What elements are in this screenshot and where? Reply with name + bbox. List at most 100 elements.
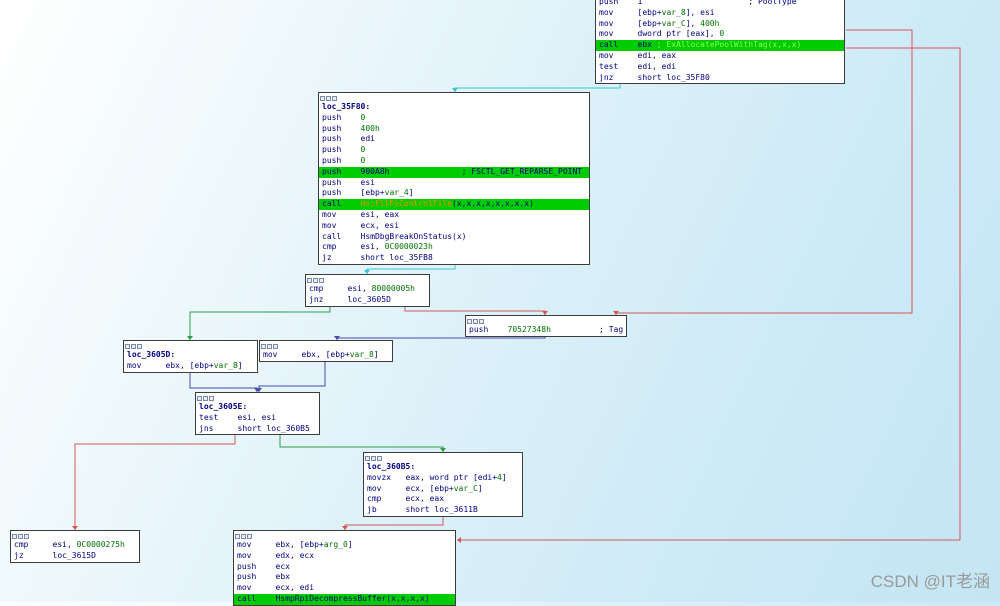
asm-line: mov ecx, esi	[319, 221, 589, 232]
node-button-icon[interactable]	[320, 95, 325, 101]
graph-node-mov-ebx-var8[interactable]: mov ebx, [ebp+var_8]	[259, 340, 393, 362]
asm-line: push ecx	[234, 562, 455, 573]
asm-token-i: jnz loc_3605D	[309, 294, 391, 304]
node-button-icon[interactable]	[203, 395, 208, 401]
graph-edge-arrowhead	[457, 537, 461, 543]
graph-edge-red	[404, 306, 546, 315]
node-button-icon[interactable]	[307, 277, 312, 283]
node-button-icon[interactable]	[267, 343, 272, 349]
node-button-icon[interactable]	[377, 455, 382, 461]
asm-line: push 900A8h ; FSCTL_GET_REPARSE_POINT	[319, 166, 589, 178]
asm-line: call ebx ; ExAllocatePoolWithTag(x,x,x)	[596, 40, 844, 51]
node-button-icon[interactable]	[24, 533, 29, 539]
node-button-icon[interactable]	[467, 318, 472, 324]
asm-token-i: cmp esi,	[322, 242, 385, 252]
asm-line: jz short loc_35FB8	[319, 253, 589, 264]
asm-token-g: 0	[360, 112, 366, 122]
asm-token-i: call HsmDbgBreakOnStatus(x)	[322, 231, 467, 241]
node-button-icon[interactable]	[247, 533, 252, 539]
asm-token-i: ]	[408, 188, 414, 198]
asm-token-i: (x,x,x,x,x,x,x,x)	[452, 199, 534, 209]
asm-token-g: var_C	[453, 483, 478, 493]
asm-token-i: mov ecx, [ebp+	[367, 483, 454, 493]
node-button-icon[interactable]	[131, 343, 136, 349]
asm-line: cmp ecx, eax	[364, 494, 522, 505]
asm-token-i: mov ebx, [ebp+	[237, 540, 324, 549]
asm-line: mov ecx, [ebp+var_C]	[364, 484, 522, 495]
node-button-icon[interactable]	[273, 343, 278, 349]
asm-line: test esi, esi	[196, 413, 319, 424]
asm-token-i: mov ebx, [ebp+	[263, 350, 350, 359]
asm-token-i: mov ebx, [ebp+	[127, 360, 214, 370]
node-button-icon[interactable]	[365, 455, 370, 461]
asm-line: mov edi, eax	[596, 51, 844, 62]
asm-token-g: var_8	[213, 360, 238, 370]
asm-line: push 70527348h ; Tag	[466, 325, 626, 336]
asm-token-i: mov dword ptr [eax],	[599, 29, 720, 39]
asm-token-i: push ecx	[237, 561, 290, 571]
asm-line: mov [ebp+var_C], 400h	[596, 19, 844, 30]
node-button-icon[interactable]	[241, 533, 246, 539]
node-button-icon[interactable]	[371, 455, 376, 461]
asm-token-com: ; PoolType	[642, 0, 797, 6]
node-button-icon[interactable]	[319, 277, 324, 283]
asm-line: jb short loc_3611B	[364, 505, 522, 516]
node-button-icon[interactable]	[261, 343, 266, 349]
asm-token-g: 70527348h	[507, 325, 551, 334]
asm-token-i: ]	[347, 540, 353, 549]
asm-line: push 400h	[319, 124, 589, 135]
graph-node-push-tag[interactable]: push 70527348h ; Tag	[465, 315, 627, 337]
node-button-icon[interactable]	[137, 343, 142, 349]
asm-token-g: 0	[719, 29, 725, 39]
node-button-icon[interactable]	[125, 343, 130, 349]
graph-edge-blue	[258, 360, 326, 392]
asm-line: cmp esi, 0C0000023h	[319, 242, 589, 253]
asm-token-i: movzx eax, word ptr [edi+	[367, 472, 498, 482]
asm-line: call ds:FltFsControlFile(x,x,x,x,x,x,x,x…	[319, 199, 589, 210]
node-button-icon[interactable]	[313, 277, 318, 283]
asm-line: jz loc_3615D	[11, 551, 139, 562]
asm-token-i: push ebx	[237, 572, 290, 582]
node-titlebar	[124, 341, 257, 350]
asm-token-org: ds:FltFsControlFile	[360, 199, 453, 209]
node-button-icon[interactable]	[479, 318, 484, 324]
node-button-icon[interactable]	[18, 533, 23, 539]
graph-node-loc_360B5[interactable]: loc_360B5:movzx eax, word ptr [edi+4]mov…	[363, 452, 523, 517]
asm-token-i: mov esi, eax	[322, 209, 400, 219]
asm-token-g: 0	[360, 155, 366, 165]
asm-token-i: cmp esi,	[309, 284, 372, 293]
asm-line: mov dword ptr [eax], 0	[596, 29, 844, 40]
asm-line: mov ebx, [ebp+arg_0]	[234, 540, 455, 551]
asm-line: mov ebx, [ebp+var_8]	[260, 350, 392, 361]
node-titlebar	[319, 93, 589, 102]
asm-line: jnz loc_3605D	[306, 295, 429, 306]
asm-token-i: test esi, esi	[199, 412, 277, 422]
node-titlebar	[306, 275, 429, 284]
node-button-icon[interactable]	[326, 95, 331, 101]
node-button-icon[interactable]	[209, 395, 214, 401]
asm-line: mov edx, ecx	[234, 551, 455, 562]
node-button-icon[interactable]	[332, 95, 337, 101]
asm-token-i: jz loc_3615D	[14, 550, 96, 560]
node-button-icon[interactable]	[12, 533, 17, 539]
asm-line: jns short loc_360B5	[196, 424, 319, 435]
asm-line: test edi, edi	[596, 62, 844, 73]
asm-token-g: var_C	[661, 18, 686, 28]
graph-node-loc_3605D[interactable]: loc_3605D:mov ebx, [ebp+var_8]	[123, 340, 258, 373]
asm-token-i: mov ecx, esi	[322, 220, 400, 230]
node-button-icon[interactable]	[235, 533, 240, 539]
asm-line: push 0	[319, 113, 589, 124]
node-button-icon[interactable]	[197, 395, 202, 401]
node-button-icon[interactable]	[473, 318, 478, 324]
asm-token-lbl: loc_360B5:	[367, 462, 416, 471]
graph-edge-cyan	[454, 84, 621, 92]
asm-line: push 0	[319, 156, 589, 167]
node-titlebar	[364, 453, 522, 462]
asm-token-i: jnz short loc_35F80	[599, 72, 710, 82]
